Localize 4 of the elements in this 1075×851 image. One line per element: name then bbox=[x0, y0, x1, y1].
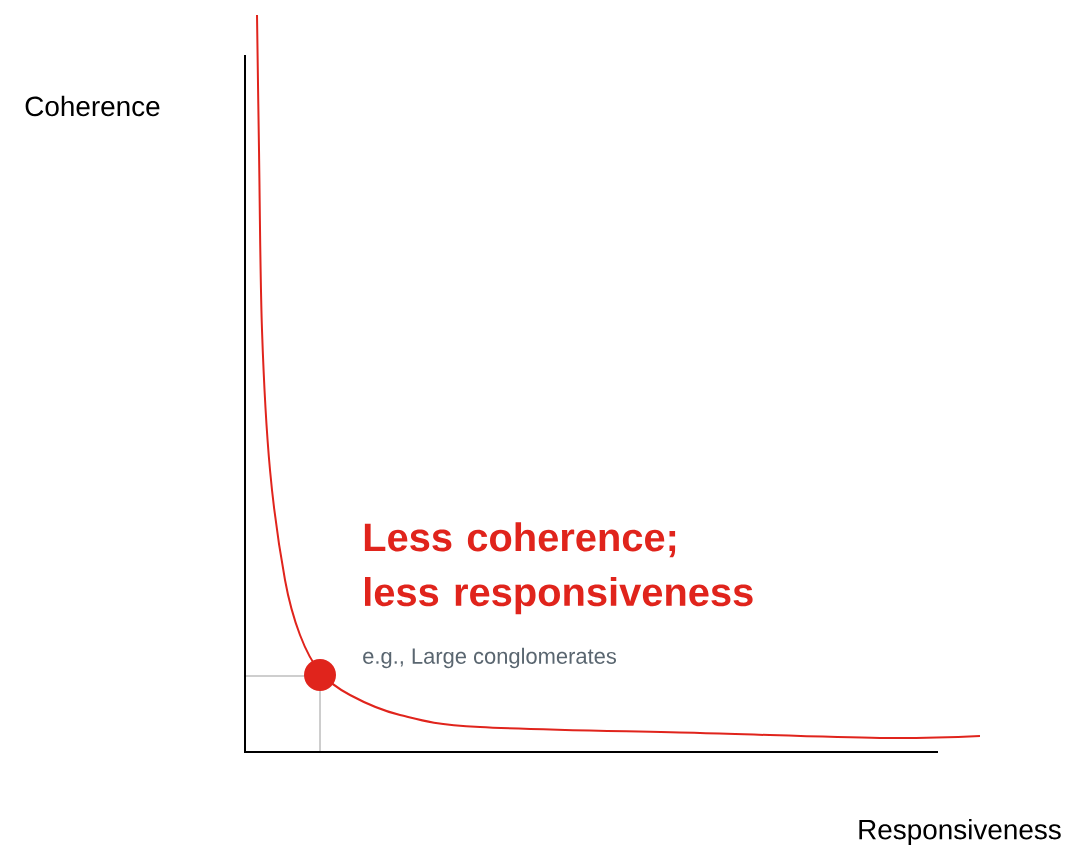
axis-label: Responsiveness bbox=[859, 819, 1061, 845]
axis-label: Coherence bbox=[25, 95, 160, 117]
annotation-heading: Less coherence; less responsiveness bbox=[364, 522, 753, 615]
annotation-text: e.g., Large conglomerates bbox=[363, 647, 616, 669]
